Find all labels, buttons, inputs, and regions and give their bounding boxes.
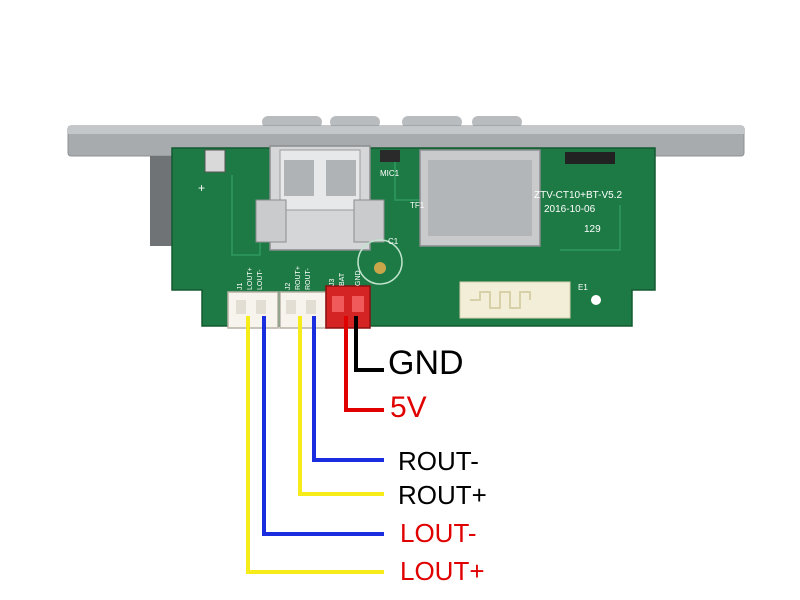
wire-lout-minus	[262, 316, 384, 536]
tf-card-slot	[419, 149, 541, 247]
usb-port	[255, 145, 385, 251]
label-lout-minus: LOUT-	[400, 518, 477, 548]
silk-j1: J1	[237, 283, 244, 291]
silk-gnd: GND	[355, 270, 362, 286]
label-rout-minus: ROUT-	[398, 446, 479, 476]
silk-batch: 129	[584, 224, 601, 235]
silk-c1: C1	[388, 237, 399, 246]
label-gnd: GND	[388, 344, 464, 382]
wire-rout-plus	[298, 316, 384, 496]
silk-bat: BAT	[339, 272, 346, 286]
silk-j3: J3	[329, 279, 336, 287]
silk-lout-plus: LOUT+	[247, 267, 254, 290]
silk-rout-plus: ROUT+	[295, 266, 302, 290]
silk-j2: J2	[285, 283, 292, 291]
wire-rout-minus	[312, 316, 384, 462]
silk-rout-minus: ROUT-	[305, 268, 312, 290]
misc-components	[204, 149, 615, 319]
label-5v: 5V	[390, 391, 427, 424]
silk-date: 2016-10-06	[544, 204, 596, 215]
wire-5v	[344, 316, 384, 412]
wire-gnd	[354, 316, 384, 372]
connector-j2	[279, 291, 327, 329]
label-lout-plus: LOUT+	[400, 556, 485, 586]
wire-lout-plus	[246, 316, 384, 574]
connector-j1	[227, 291, 279, 329]
silk-e1: E1	[578, 283, 588, 292]
silk-mic: MIC1	[380, 169, 400, 178]
silk-model: ZTV-CT10+BT-V5.2	[534, 190, 623, 201]
silk-tf: TF1	[410, 201, 425, 210]
silk-plus: +	[198, 181, 205, 195]
silk-lout-minus: LOUT-	[257, 269, 264, 290]
label-rout-plus: ROUT+	[398, 480, 487, 510]
